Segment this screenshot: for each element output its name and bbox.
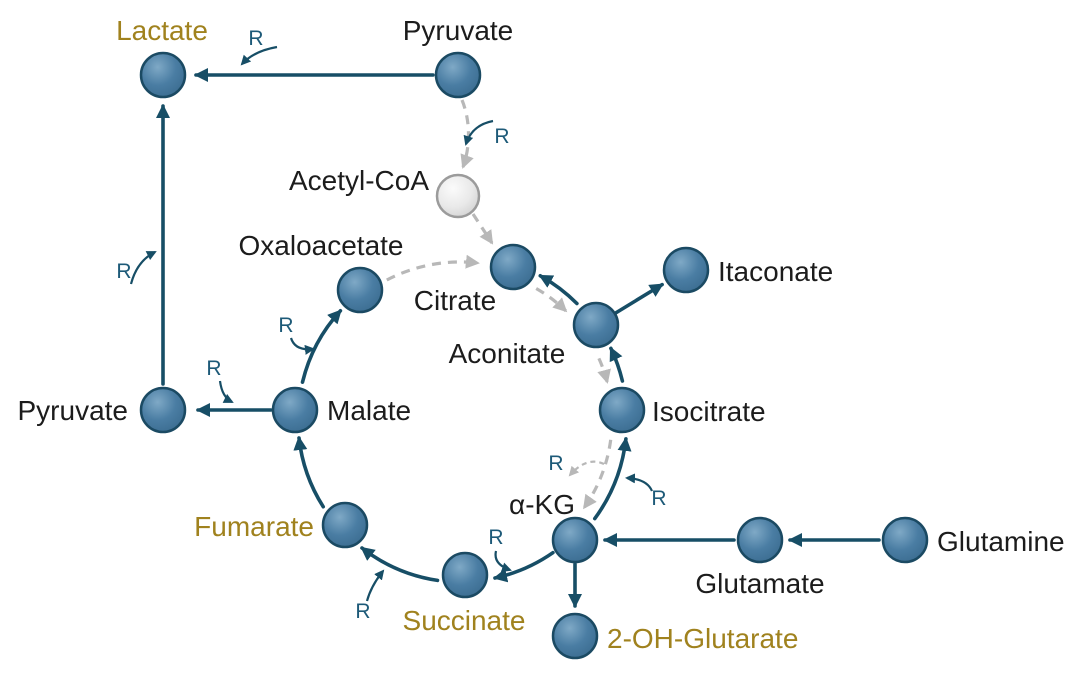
edge-isocitrate-aconitate (609, 346, 625, 383)
node-itaconate (662, 246, 710, 294)
edge-fumarate-malate (293, 436, 325, 509)
label-pyruvate-top: Pyruvate (403, 15, 514, 46)
label-glutamate: Glutamate (695, 568, 824, 599)
node-citrate (489, 243, 537, 291)
r-arrow-pyruvateleft-lactate (129, 251, 157, 285)
dashed-flux-arrows (386, 99, 613, 510)
r-flux-label: R (116, 260, 131, 283)
label-fumarate: Fumarate (194, 511, 314, 542)
solid-flux-arrows (156, 68, 881, 608)
r-arrow-akg-isocitrate (625, 473, 654, 492)
r-flux-label: R (206, 357, 221, 380)
edge-malate-oxaloacetate (300, 309, 343, 384)
node-malate (271, 386, 319, 434)
node-akg (551, 516, 599, 564)
r-arrow-isocitrate-akg (568, 460, 605, 477)
r-arrow-pyruvate-acetylcoa (463, 119, 494, 146)
edge-citrate-aconitate (535, 287, 568, 313)
edge-aconitate-itaconate (613, 282, 664, 316)
r-arrow-akg-succinate (494, 550, 512, 573)
node-glutamate (736, 516, 784, 564)
edge-isocitrate-akg (582, 439, 613, 510)
r-arrow-malate-pyruvateleft (218, 380, 234, 403)
label-aconitate: Aconitate (449, 338, 566, 369)
metabolite-nodes (139, 51, 929, 660)
edge-aconitate-isocitrate (597, 357, 611, 384)
node-pyruvate-top (434, 51, 482, 99)
label-2oh-glutarate: 2-OH-Glutarate (607, 623, 798, 654)
label-citrate: Citrate (414, 285, 496, 316)
label-pyruvate-left: Pyruvate (18, 395, 129, 426)
label-isocitrate: Isocitrate (652, 396, 766, 427)
edge-aconitate-citrate (538, 274, 579, 306)
r-arrow-malate-oxaloacetate (289, 337, 315, 355)
r-flux-labels: R R R R R R R R R (116, 27, 666, 623)
r-annotation-arrows (129, 45, 654, 602)
label-glutamine: Glutamine (937, 526, 1065, 557)
edge-oxaloacetate-citrate (386, 254, 480, 282)
edge-pyruvate-acetylcoa (460, 99, 474, 169)
r-flux-label: R (651, 487, 666, 510)
label-succinate: Succinate (403, 605, 526, 636)
edge-akg-succinate (493, 550, 555, 583)
node-aconitate (572, 301, 620, 349)
node-2oh-glutarate (551, 612, 599, 660)
r-flux-label: R (278, 314, 293, 337)
node-pyruvate-left (139, 386, 187, 434)
r-flux-label: R (355, 600, 370, 623)
node-glutamine (881, 516, 929, 564)
r-arrow-succinate-fumarate (365, 569, 385, 602)
edge-succinate-fumarate (360, 546, 440, 583)
label-itaconate: Itaconate (718, 256, 833, 287)
node-isocitrate (598, 386, 646, 434)
r-flux-label: R (494, 125, 509, 148)
label-malate: Malate (327, 395, 411, 426)
node-succinate (441, 551, 489, 599)
metabolite-labels: Lactate Pyruvate Acetyl-CoA Oxaloacetate… (18, 15, 1065, 654)
r-flux-label: R (488, 526, 503, 549)
node-fumarate (321, 501, 369, 549)
edge-acetylcoa-citrate (471, 213, 494, 245)
label-acetyl-coa: Acetyl-CoA (289, 165, 429, 196)
r-flux-label: R (548, 452, 563, 475)
r-flux-label: R (248, 27, 263, 50)
edge-akg-isocitrate (593, 436, 632, 521)
node-acetyl-coa (435, 173, 481, 219)
node-oxaloacetate (336, 266, 384, 314)
r-arrow-pyruvate-lactate (240, 45, 278, 66)
label-oxaloacetate: Oxaloacetate (239, 230, 404, 261)
label-akg: α-KG (509, 489, 575, 520)
node-lactate (139, 51, 187, 99)
label-lactate: Lactate (116, 15, 208, 46)
